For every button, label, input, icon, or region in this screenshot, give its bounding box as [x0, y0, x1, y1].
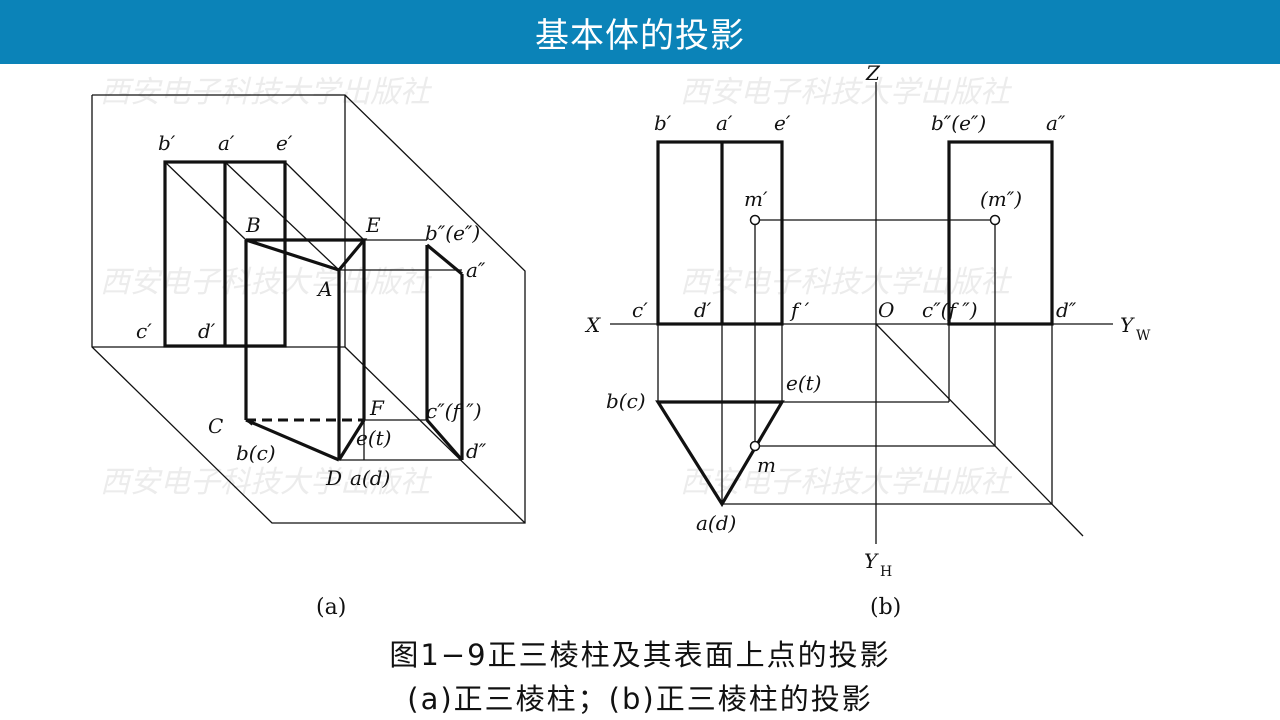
label: b′ [158, 131, 176, 155]
origin-label: O [878, 298, 894, 322]
watermark: 西安电子科技大学出版社 [680, 465, 1013, 500]
label: D [325, 466, 342, 490]
projection-lines [657, 219, 1053, 505]
v-projection [163, 160, 287, 348]
label: c″(f ″) [426, 399, 482, 423]
figure-b-orthographic: Z b′ a′ e′ b″(e″) a″ m′ (m″) X c′ d′ f ′… [584, 64, 1151, 620]
axis-label-x: X [584, 313, 601, 337]
label: b(c) [236, 441, 276, 465]
label: a′ [218, 131, 235, 155]
label: b″(e″) [425, 221, 480, 245]
axis-label-z: Z [865, 64, 881, 85]
label: c′ [632, 298, 648, 322]
label: A [316, 277, 332, 301]
label: c′ [136, 319, 152, 343]
point-m-prime [749, 214, 761, 226]
figure-a-labels: b′ a′ e′ B E b″(e″) a″ A c′ d′ F C c″(f … [136, 131, 487, 490]
side-view [947, 140, 1054, 326]
figure-a-pictorial: b′ a′ e′ B E b″(e″) a″ A c′ d′ F C c″(f … [91, 94, 526, 620]
watermark: 西安电子科技大学出版社 [680, 75, 1013, 110]
figure-b-labels: Z b′ a′ e′ b″(e″) a″ m′ (m″) X c′ d′ f ′… [584, 64, 1151, 580]
watermark-group: 西安电子科技大学出版社 西安电子科技大学出版社 西安电子科技大学出版社 西安电子… [100, 75, 1013, 500]
page-title: 基本体的投影 [535, 15, 745, 56]
label: d″ [1056, 298, 1077, 322]
point-m-double-prime [989, 214, 1001, 226]
watermark: 西安电子科技大学出版社 [680, 265, 1013, 300]
label: a(d) [350, 466, 390, 490]
label: F [369, 396, 385, 420]
label: b′ [654, 111, 672, 135]
label: d′ [198, 319, 216, 343]
label: B [245, 213, 261, 237]
label: a(d) [696, 511, 736, 535]
label: e(t) [356, 426, 391, 450]
label: m [757, 453, 776, 477]
label: c″(f ″) [922, 298, 978, 322]
watermark: 西安电子科技大学出版社 [100, 265, 433, 300]
label: e′ [276, 131, 293, 155]
label: E [365, 213, 381, 237]
projection-diagram: 西安电子科技大学出版社 西安电子科技大学出版社 西安电子科技大学出版社 西安电子… [91, 64, 1151, 620]
figure-b-caption: (b) [870, 595, 901, 620]
point-m [749, 440, 761, 452]
figure-caption-line1: 图1−9正三棱柱及其表面上点的投影 [389, 638, 891, 672]
watermark: 西安电子科技大学出版社 [100, 75, 433, 110]
front-view [656, 140, 784, 326]
watermark: 西安电子科技大学出版社 [100, 465, 433, 500]
axis-label-yw-sub: W [1136, 328, 1151, 344]
top-view [655, 400, 785, 508]
label: a′ [716, 111, 733, 135]
projector-lines [164, 161, 462, 461]
axis-label-yw: Y [1120, 313, 1135, 337]
label: a″ [1046, 111, 1066, 135]
label: b(c) [606, 389, 646, 413]
label: a″ [466, 258, 486, 282]
figure-a-caption: (a) [316, 595, 346, 620]
label: b″(e″) [931, 111, 986, 135]
w-projection [425, 243, 464, 462]
label: e(t) [786, 371, 821, 395]
point-markers [749, 214, 1001, 452]
label: C [208, 414, 223, 438]
label: m′ [744, 187, 768, 211]
label: (m″) [980, 187, 1022, 211]
label: d′ [694, 298, 712, 322]
label: d″ [466, 439, 487, 463]
triangular-prism [244, 238, 368, 462]
axis-label-yh-sub: H [880, 564, 892, 580]
label: f ′ [789, 298, 810, 322]
figure-caption-line2: (a)正三棱柱；(b)正三棱柱的投影 [407, 682, 873, 716]
label: e′ [774, 111, 791, 135]
axis-label-yh: Y [864, 549, 879, 573]
title-bar: 基本体的投影 [0, 0, 1280, 64]
